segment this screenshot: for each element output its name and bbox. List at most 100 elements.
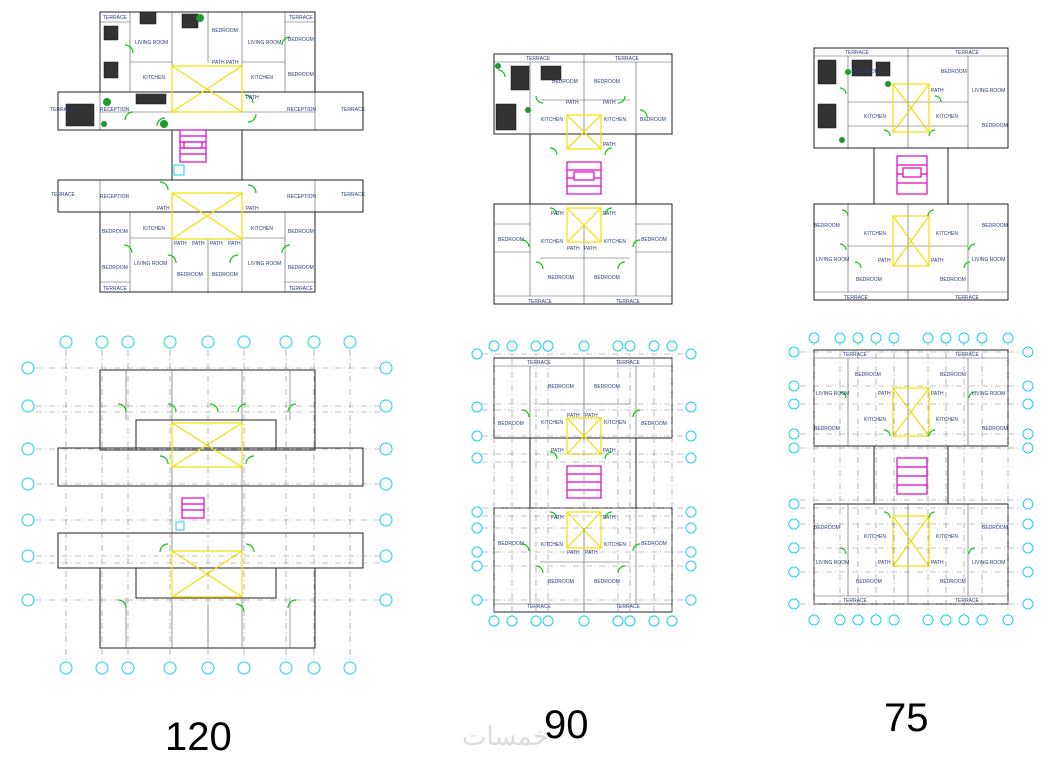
- room-label: BEDROOM: [177, 272, 203, 278]
- room-label: PATH: [585, 550, 598, 556]
- room-label: PATH: [585, 413, 598, 419]
- room-label: BEDROOM: [594, 275, 620, 281]
- room-label: TERRACE: [955, 50, 980, 56]
- room-label: KITCHEN: [143, 75, 165, 81]
- plan-75-caption: 75: [884, 696, 929, 740]
- room-label: PATH: [192, 241, 205, 247]
- plan-90-floor: TERRACE TERRACE BEDROOM BEDROOM BEDROOM …: [493, 53, 673, 305]
- room-label: TERRACE: [616, 299, 641, 305]
- room-label: LIVING ROOM: [248, 40, 281, 46]
- room-label: BEDROOM: [288, 265, 314, 271]
- room-label: TERRACE: [526, 56, 551, 62]
- room-label: LIVING ROOM: [816, 560, 849, 566]
- room-label: TERRACE: [527, 604, 552, 610]
- room-label: PATH: [931, 560, 944, 566]
- room-label: KITCHEN: [143, 226, 165, 232]
- room-label: KITCHEN: [936, 534, 958, 540]
- room-label: KITCHEN: [541, 420, 563, 426]
- room-label: KITCHEN: [604, 420, 626, 426]
- room-label: LIVING ROOM: [135, 40, 168, 46]
- room-label: PATH: [551, 211, 564, 217]
- room-label: BEDROOM: [212, 272, 238, 278]
- grid-plan-120: [21, 335, 393, 675]
- room-label: PATH: [157, 206, 170, 212]
- room-label: BEDROOM: [288, 72, 314, 78]
- room-label: LIVING ROOM: [972, 391, 1005, 397]
- room-label: KITCHEN: [936, 114, 958, 120]
- room-label: PATH: [931, 88, 944, 94]
- room-label: BEDROOM: [102, 265, 128, 271]
- room-label: BEDROOM: [594, 579, 620, 585]
- room-label: BEDROOM: [288, 229, 314, 235]
- room-label: PATH: [567, 413, 580, 419]
- room-label: BEDROOM: [552, 79, 578, 85]
- room-label: BEDROOM: [940, 277, 966, 283]
- room-label: BEDROOM: [288, 37, 314, 43]
- room-label: BEDROOM: [814, 223, 840, 229]
- room-label: TERRACE: [51, 192, 76, 198]
- room-label: TERRACE: [50, 107, 75, 113]
- room-label: RECEPTION: [100, 107, 130, 113]
- room-label: BEDROOM: [498, 237, 524, 243]
- plan-75-stair: [896, 155, 928, 195]
- room-label: PATH: [228, 241, 241, 247]
- room-label: TERRACE: [616, 604, 641, 610]
- room-label: BEDROOM: [940, 579, 966, 585]
- grid-bubbles: [21, 335, 393, 675]
- room-label: PATH: [584, 246, 597, 252]
- room-label: BEDROOM: [814, 426, 840, 432]
- room-label: TERRACE: [289, 15, 314, 21]
- room-label: LIVING ROOM: [972, 88, 1005, 94]
- plan-75-floor: TERRACE TERRACE BEDROOM BEDROOM PATH LIV…: [813, 47, 1009, 301]
- room-label: BEDROOM: [982, 123, 1008, 129]
- room-label: LIVING ROOM: [248, 261, 281, 267]
- room-label: PATH: [931, 258, 944, 264]
- room-label: TERRACE: [341, 192, 366, 198]
- room-label: TERRACE: [103, 286, 128, 292]
- room-label: KITCHEN: [936, 417, 958, 423]
- plan-90-stair: [566, 161, 602, 195]
- grid-plan-75: TERRACE TERRACE BEDROOM BEDROOM LIVING R…: [788, 332, 1034, 626]
- room-label: LIVING ROOM: [816, 391, 849, 397]
- room-label: KITCHEN: [541, 239, 563, 245]
- room-label: TERRACE: [843, 598, 868, 604]
- room-label: BEDROOM: [941, 69, 967, 75]
- room-label: BEDROOM: [853, 69, 879, 75]
- plan-120-furniture: [65, 11, 204, 128]
- room-label: PATH: [931, 391, 944, 397]
- room-label: BEDROOM: [855, 372, 881, 378]
- room-label: TERRACE: [103, 15, 128, 21]
- room-label: KITCHEN: [251, 226, 273, 232]
- room-label: KITCHEN: [864, 231, 886, 237]
- room-label: PATH: [174, 241, 187, 247]
- room-label: BEDROOM: [548, 275, 574, 281]
- room-label: LIVING ROOM: [972, 257, 1005, 263]
- watermark: خمسات: [462, 722, 549, 752]
- room-label: KITCHEN: [604, 239, 626, 245]
- room-label: LIVING ROOM: [972, 560, 1005, 566]
- room-label: TERRACE: [528, 299, 553, 305]
- room-label: PATH: [603, 515, 616, 521]
- room-label: PATH: [603, 100, 616, 106]
- plan-75-furniture: [817, 59, 891, 143]
- room-label: PATH: [603, 448, 616, 454]
- room-label: PATH: [567, 550, 580, 556]
- room-label: BEDROOM: [594, 384, 620, 390]
- room-label: PATH: [603, 142, 616, 148]
- room-label: BEDROOM: [498, 421, 524, 427]
- room-label: PATH: [603, 211, 616, 217]
- room-label: BEDROOM: [640, 117, 666, 123]
- plan-90-furniture: [495, 63, 562, 131]
- room-label: TERRACE: [955, 352, 980, 358]
- grid-bubbles: [788, 332, 1034, 626]
- grid-plan-90: TERRACE TERRACE BEDROOM BEDROOM PATH PAT…: [471, 340, 697, 627]
- room-label: KITCHEN: [604, 542, 626, 548]
- room-label: BEDROOM: [940, 372, 966, 378]
- room-label: PATH: [246, 95, 259, 101]
- room-label: KITCHEN: [864, 114, 886, 120]
- room-label: BEDROOM: [548, 579, 574, 585]
- room-label: PATH: [878, 258, 891, 264]
- room-label: BEDROOM: [641, 237, 667, 243]
- room-label: TERRACE: [289, 286, 314, 292]
